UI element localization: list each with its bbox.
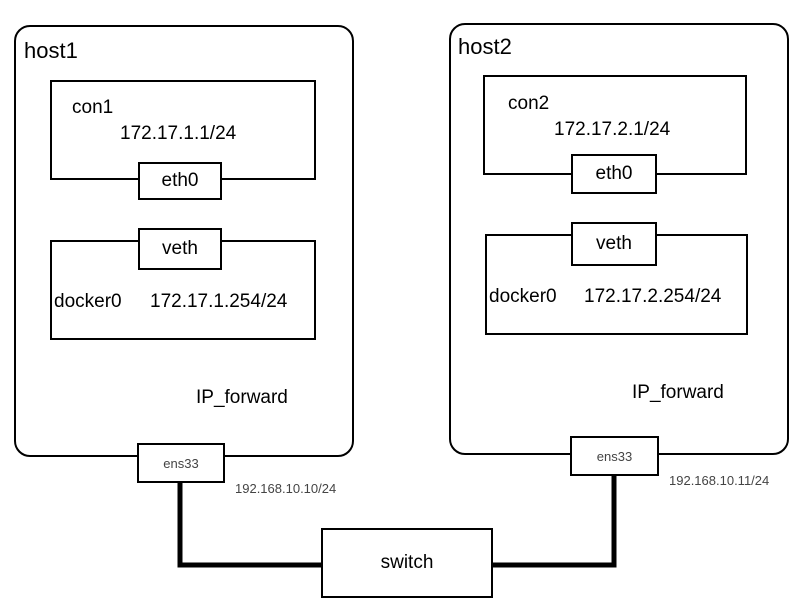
host1-ens33-box: ens33 — [137, 443, 225, 483]
host1-eth0-box: eth0 — [138, 162, 222, 200]
switch-box: switch — [321, 528, 493, 598]
host2-docker0-ip: 172.17.2.254/24 — [584, 286, 722, 307]
host2-ens33-box: ens33 — [570, 436, 659, 476]
host2-container-ip: 172.17.2.1/24 — [554, 119, 671, 140]
host1-title: host1 — [24, 38, 78, 63]
host2-switch-link — [493, 476, 617, 568]
host1-ens33-label: ens33 — [163, 455, 199, 471]
host1-veth-box: veth — [138, 228, 222, 270]
host2-eth0-label: eth0 — [595, 163, 633, 184]
host2-veth-box: veth — [571, 222, 657, 266]
host2-eth0-box: eth0 — [571, 154, 657, 194]
host1-container-name: con1 — [72, 97, 114, 118]
host2-ip-forward-label: IP_forward — [632, 382, 724, 403]
host1-veth-label: veth — [162, 238, 198, 259]
host2-container-name: con2 — [508, 93, 550, 114]
host1-container-ip: 172.17.1.1/24 — [120, 123, 237, 144]
host2-docker0-name: docker0 — [489, 286, 557, 307]
host1-docker0-name: docker0 — [54, 291, 122, 312]
host1-ens33-ip: 192.168.10.10/24 — [235, 481, 337, 496]
host2-ens33-ip: 192.168.10.11/24 — [669, 473, 770, 488]
host2-ens33-label: ens33 — [596, 448, 633, 464]
host1-ip-forward-label: IP_forward — [196, 387, 288, 408]
host1-eth0-label: eth0 — [161, 170, 199, 191]
host2-title: host2 — [458, 34, 512, 59]
host2-veth-label: veth — [596, 233, 632, 254]
switch-label: switch — [380, 552, 434, 573]
host1-docker0-ip: 172.17.1.254/24 — [150, 291, 288, 312]
